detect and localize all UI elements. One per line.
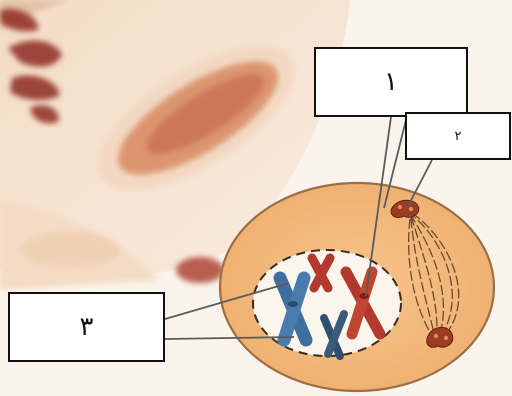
cell-illustration	[220, 183, 494, 391]
label-1-text: ١	[384, 67, 398, 97]
stained-blob	[176, 257, 224, 283]
label-box-1: ١	[314, 47, 468, 117]
label-2-text: ٢	[455, 129, 462, 144]
label-box-2: ٢	[405, 112, 511, 160]
label-box-3: ٣	[8, 292, 165, 362]
label-3-text: ٣	[80, 312, 94, 342]
